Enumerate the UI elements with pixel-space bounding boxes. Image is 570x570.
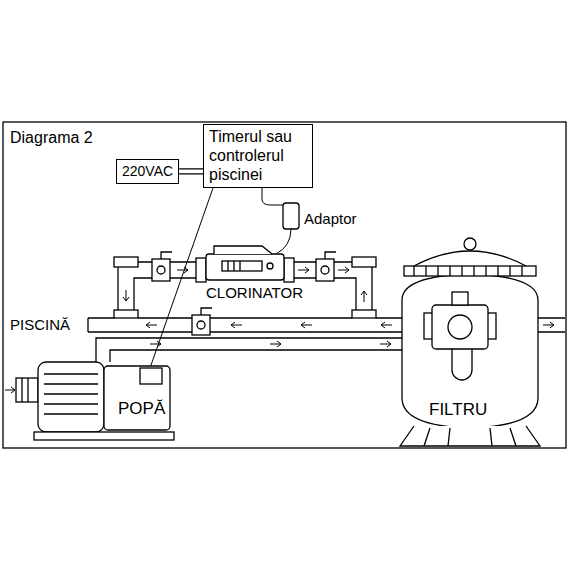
part-label: POPĂ	[117, 399, 166, 419]
power-cable	[179, 169, 203, 174]
power-box: 220VAC	[116, 159, 179, 184]
controller-box: Timerul sau controlerul piscinei	[203, 124, 313, 188]
part-label: Adaptor	[303, 210, 358, 228]
pipe-tee	[352, 310, 376, 318]
adaptor-body	[283, 203, 299, 229]
wire	[262, 188, 283, 205]
ball-valve	[152, 252, 172, 281]
sand-filter	[400, 238, 540, 446]
pump	[16, 362, 174, 440]
bypass-pipe	[134, 278, 356, 318]
wire	[276, 229, 291, 254]
pipe-elbow	[352, 257, 376, 267]
ball-valve	[192, 308, 212, 335]
diagram-title: Diagrama 2	[10, 128, 93, 147]
pipe-end	[87, 318, 88, 332]
pipe-tee	[114, 310, 138, 318]
pump-pipe	[96, 338, 440, 362]
box-text: Timerul sau controlerul piscinei	[209, 127, 307, 185]
wire	[150, 188, 213, 368]
ball-valve	[316, 252, 336, 281]
part-label: CLORINATOR	[205, 284, 304, 302]
part-label: FILTRU	[428, 400, 488, 420]
box-text: 220VAC	[122, 163, 173, 180]
part-label: PISCINĂ	[9, 316, 71, 334]
pump-pipe	[110, 350, 440, 362]
diagram-frame	[3, 122, 566, 448]
pipe-elbow	[114, 257, 138, 267]
